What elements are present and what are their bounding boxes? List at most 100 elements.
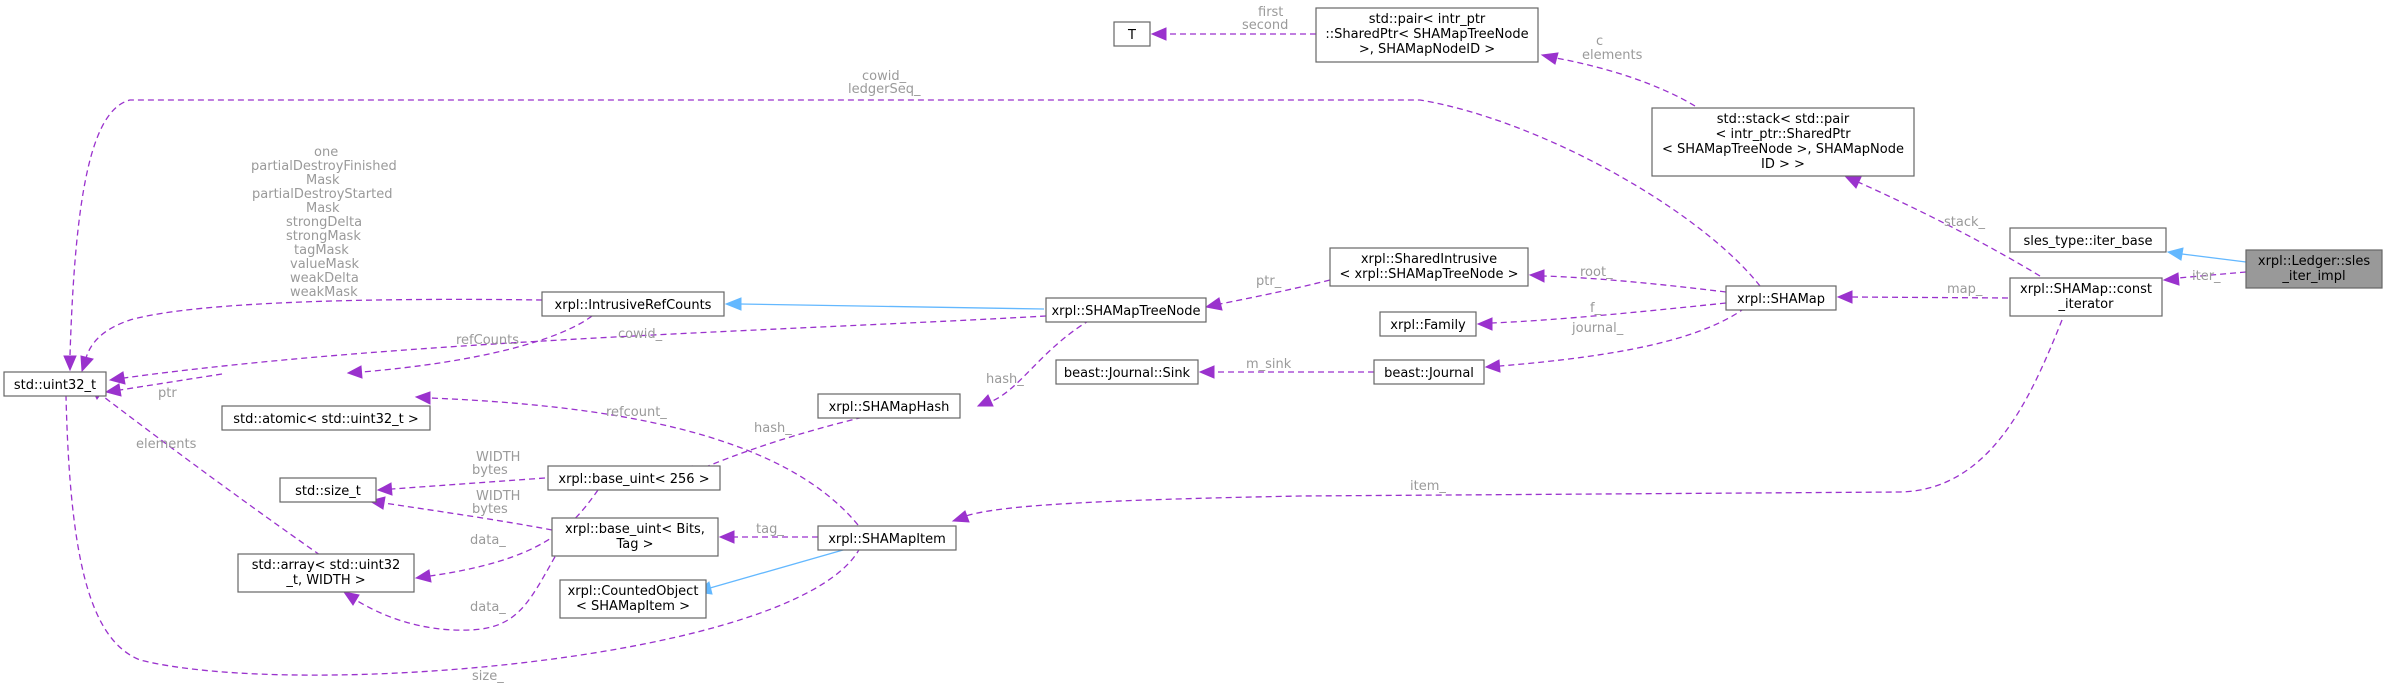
edge-line: [65, 395, 861, 676]
edge-line: [965, 319, 2063, 517]
edge-line: [123, 315, 1047, 379]
node-shamaptreenode[interactable]: xrpl::SHAMapTreeNode: [1045, 297, 1207, 323]
node-shamaphash[interactable]: xrpl::SHAMapHash: [817, 393, 961, 419]
edge-line: [119, 373, 223, 391]
arrowhead: [1204, 297, 1223, 311]
svg-text:sles_type::iter_base: sles_type::iter_base: [2024, 234, 2153, 249]
svg-text:beast::Journal::Sink: beast::Journal::Sink: [1064, 366, 1191, 381]
edge-ptr-sharedintrusive: ptr_: [1204, 274, 1331, 311]
svg-text:xrpl::base_uint< Bits,Tag >: xrpl::base_uint< Bits,Tag >: [565, 522, 705, 552]
edge-label-elements: elements: [136, 437, 197, 452]
edge-data-bits: data_: [342, 547, 561, 631]
arrowhead: [108, 371, 126, 385]
node-T[interactable]: T: [1113, 21, 1151, 47]
edge-line: [709, 547, 851, 589]
node-sharedintrusive[interactable]: xrpl::SharedIntrusive< xrpl::SHAMapTreeN…: [1329, 247, 1529, 287]
svg-text:xrpl::IntrusiveRefCounts: xrpl::IntrusiveRefCounts: [555, 298, 712, 313]
node-shamapitem[interactable]: xrpl::SHAMapItem: [817, 525, 957, 551]
edge-map: map_: [1836, 282, 2009, 304]
node-shamap[interactable]: xrpl::SHAMap: [1725, 285, 1837, 311]
edge-label-map: map_: [1947, 282, 1983, 297]
edge-item: item_: [951, 319, 2063, 523]
svg-text:beast::Journal: beast::Journal: [1384, 366, 1474, 381]
arrowhead: [1843, 175, 1862, 189]
edge-label-f: f_: [1590, 301, 1602, 316]
arrowhead: [1540, 52, 1559, 65]
edge-size: size_: [59, 379, 861, 684]
edge-hash-treenode: hash_: [976, 319, 1091, 407]
arrowhead: [414, 391, 431, 405]
node-journal-sink[interactable]: beast::Journal::Sink: [1055, 359, 1199, 385]
arrowhead: [342, 591, 360, 606]
node-ledger-sles-iter-impl[interactable]: xrpl::Ledger::sles_iter_impl: [2245, 249, 2383, 289]
edge-label-data1: data_: [470, 533, 506, 548]
edge-line: [1543, 275, 1727, 293]
edge-tag: tag_: [718, 522, 818, 544]
edge-line: [99, 393, 321, 556]
svg-text:xrpl::SHAMap: xrpl::SHAMap: [1737, 292, 1825, 307]
edge-inherits-intrusiverefcounts: [724, 297, 1045, 311]
node-std-stack[interactable]: std::stack< std::pair< intr_ptr::SharedP…: [1651, 107, 1915, 177]
edge-line: [1851, 296, 2009, 299]
svg-text:xrpl::Ledger::sles_iter_impl: xrpl::Ledger::sles_iter_impl: [2258, 254, 2370, 284]
svg-text:xrpl::SHAMap::const_iterator: xrpl::SHAMap::const_iterator: [2020, 282, 2152, 312]
edge-stack: stack_: [1843, 175, 2041, 277]
edge-inherits-countedobject: [695, 547, 851, 595]
arrowhead: [346, 365, 363, 379]
node-std-size-t[interactable]: std::size_t: [279, 477, 377, 503]
edge-label-cowid-ledgerseq: cowid_ledgerSeq_: [848, 69, 921, 97]
edge-label-refcounts: refCounts: [456, 333, 519, 348]
node-family[interactable]: xrpl::Family: [1379, 311, 1477, 337]
edge-line: [1857, 181, 2041, 277]
svg-text:xrpl::base_uint< 256 >: xrpl::base_uint< 256 >: [558, 472, 709, 487]
edge-f: f_: [1476, 301, 1727, 331]
edge-line: [2177, 271, 2247, 279]
node-base-uint-bits-tag[interactable]: xrpl::base_uint< Bits,Tag >: [551, 517, 719, 557]
edge-label-journal: journal_: [1571, 321, 1624, 336]
arrowhead: [2166, 247, 2184, 261]
node-std-atomic[interactable]: std::atomic< std::uint32_t >: [221, 405, 431, 431]
edge-label-masks: one partialDestroyFinished Mask partialD…: [251, 145, 401, 300]
node-std-uint32-t[interactable]: std::uint32_t: [3, 371, 107, 397]
node-journal[interactable]: beast::Journal: [1373, 359, 1485, 385]
node-countedobject[interactable]: xrpl::CountedObject< SHAMapItem >: [559, 579, 707, 619]
edge-line: [429, 489, 599, 577]
svg-text:std::stack< std::pair< intr_pt: std::stack< std::pair< intr_ptr::SharedP…: [1662, 112, 1904, 172]
node-sles-type-iter-base[interactable]: sles_type::iter_base: [2009, 227, 2167, 253]
edge-line: [739, 303, 1045, 310]
arrowhead: [951, 510, 970, 523]
edge-cowid-ledgerseq: cowid_ledgerSeq_: [63, 69, 1761, 372]
edge-data-256: data_: [414, 489, 599, 583]
edge-line: [1555, 57, 1696, 107]
edge-line: [1219, 279, 1331, 305]
node-std-array[interactable]: std::array< std::uint32_t, WIDTH >: [237, 553, 415, 593]
edge-label-data2: data_: [470, 600, 506, 615]
svg-text:std::pair< intr_ptr::SharedPtr: std::pair< intr_ptr::SharedPtr< SHAMapTr…: [1325, 12, 1528, 57]
edge-line: [1499, 307, 1746, 367]
arrowhead: [376, 482, 393, 496]
node-shamap-const-iterator[interactable]: xrpl::SHAMap::const_iterator: [2009, 277, 2163, 317]
node-intrusiverefcounts[interactable]: xrpl::IntrusiveRefCounts: [541, 291, 725, 317]
node-base-uint-256[interactable]: xrpl::base_uint< 256 >: [547, 465, 721, 491]
edge-line: [383, 502, 553, 531]
arrowhead: [1528, 269, 1545, 283]
node-std-pair[interactable]: std::pair< intr_ptr::SharedPtr< SHAMapTr…: [1315, 7, 1539, 63]
edge-label-tag: tag_: [756, 522, 784, 537]
edge-line: [69, 99, 1761, 356]
edge-masks: one partialDestroyFinished Mask partialD…: [80, 145, 543, 373]
arrowhead: [718, 530, 735, 544]
edge-label-item: item_: [1410, 479, 1446, 494]
edge-line: [693, 414, 873, 473]
edge-journal: journal_: [1484, 307, 1746, 373]
arrowhead: [1198, 365, 1215, 379]
svg-text:std::atomic< std::uint32_t >: std::atomic< std::uint32_t >: [233, 412, 419, 427]
edge-cowid: cowid_: [108, 315, 1047, 385]
edge-refcount: refcount_: [414, 391, 859, 526]
